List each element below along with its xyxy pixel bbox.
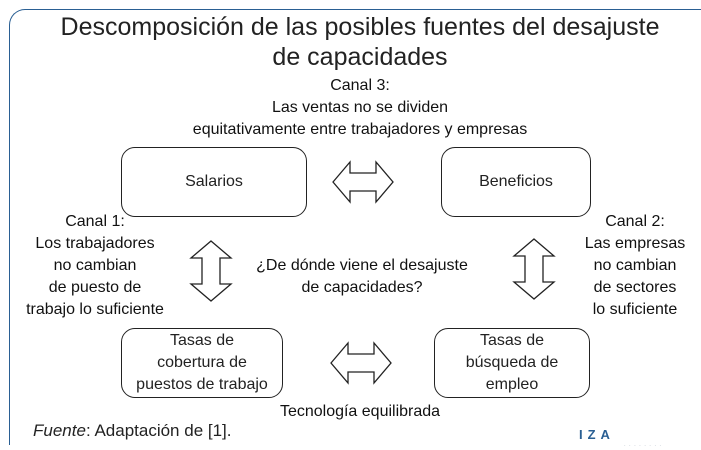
canal-3-line-2: equitativamente entre trabajadores y emp… <box>192 121 528 138</box>
diagram-title-text: Descomposición de las posibles fuentes d… <box>60 13 660 71</box>
double-arrow-horizontal-icon <box>330 341 392 385</box>
double-arrow-horizontal-icon <box>332 160 394 204</box>
canal-1-heading: Canal 1: <box>65 213 125 230</box>
canal-3-heading: Canal 3: <box>330 77 390 94</box>
canal-2-line-3: de sectores <box>593 279 677 296</box>
center-question-line-1: ¿De dónde viene el desajuste <box>256 257 468 274</box>
source-text: : Adaptación de [1]. <box>85 421 232 440</box>
source-note: Fuente: Adaptación de [1]. <box>33 420 232 442</box>
salarios-box: Salarios <box>121 147 307 217</box>
tasas-busqueda-line-1: Tasas de <box>479 332 545 349</box>
beneficios-label: Beneficios <box>479 173 553 190</box>
source-prefix: Fuente <box>33 421 86 440</box>
figure-frame <box>9 9 701 445</box>
canal-3-label: Canal 3: Las ventas no se dividen equita… <box>150 75 570 141</box>
beneficios-box: Beneficios <box>441 147 591 217</box>
salarios-label: Salarios <box>185 173 243 190</box>
tasas-cobertura-box: Tasas de cobertura de puestos de trabajo <box>121 328 283 398</box>
canal-2-line-2: no cambian <box>593 257 677 274</box>
tasas-busqueda-line-3: empleo <box>485 376 539 393</box>
canal-3-line-1: Las ventas no se dividen <box>271 99 449 116</box>
center-question-line-2: de capacidades? <box>301 279 423 296</box>
canal-2-label: Canal 2: Las empresas no cambian de sect… <box>565 211 701 321</box>
canal-1-line-4: trabajo lo suficiente <box>26 301 164 318</box>
canal-1-line-3: de puesto de <box>48 279 142 296</box>
iza-logo: IZA <box>579 427 615 442</box>
tasas-busqueda-line-2: búsqueda de <box>465 354 559 371</box>
tasas-cobertura-line-1: Tasas de <box>169 332 235 349</box>
tasas-busqueda-box: Tasas de búsqueda de empleo <box>434 328 590 398</box>
double-arrow-vertical-icon <box>512 238 556 300</box>
canal-1-line-1: Los trabajadores <box>35 235 155 252</box>
canal-2-heading: Canal 2: <box>605 213 665 230</box>
center-question: ¿De dónde viene el desajuste de capacida… <box>232 255 492 299</box>
iza-logo-subtext: · · · · · · · · <box>624 443 663 449</box>
canal-2-line-4: lo suficiente <box>592 301 678 318</box>
double-arrow-vertical-icon <box>189 240 233 302</box>
canal-1-label: Canal 1: Los trabajadores no cambian de … <box>10 211 180 321</box>
tasas-cobertura-line-2: cobertura de <box>157 354 247 371</box>
canal-2-line-1: Las empresas <box>584 235 686 252</box>
diagram-title: Descomposición de las posibles fuentes d… <box>60 12 660 72</box>
tecnologia-equilibrada-label: Tecnología equilibrada <box>220 401 500 423</box>
tecnologia-equilibrada-text: Tecnología equilibrada <box>279 403 441 420</box>
tasas-cobertura-line-3: puestos de trabajo <box>136 376 268 393</box>
canal-1-line-2: no cambian <box>53 257 137 274</box>
